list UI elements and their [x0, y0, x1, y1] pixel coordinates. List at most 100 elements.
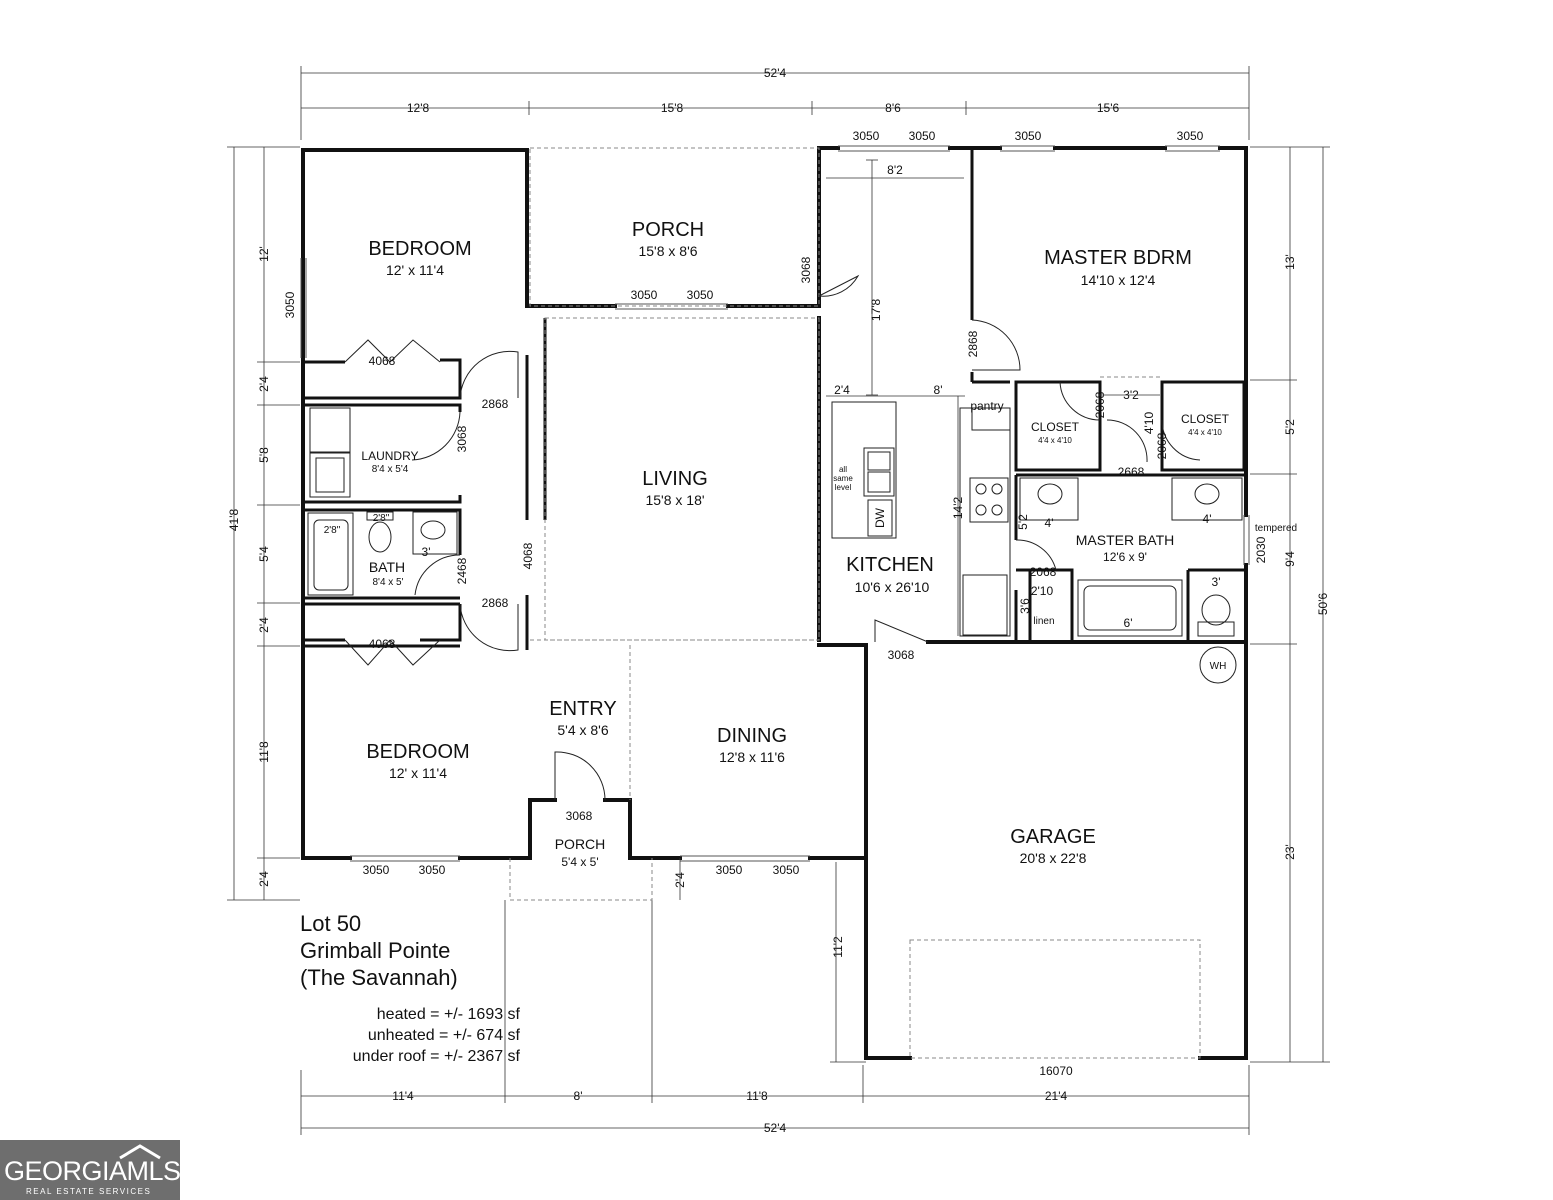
dim-right-c: 9'4 — [1283, 551, 1297, 567]
closet-depth-dim: 4'10 — [1142, 412, 1156, 435]
dim-bottom-a: 11'4 — [392, 1089, 414, 1103]
dim-left-e: 2'4 — [257, 617, 271, 633]
room-dining-name: DINING — [717, 725, 787, 747]
room-front-porch-size: 5'4 x 5' — [561, 855, 598, 869]
sink-note-1: all — [839, 465, 847, 474]
door-code: 2068 — [1093, 391, 1107, 418]
window-code: 3050 — [283, 291, 297, 318]
closet-door-code: 4068 — [369, 354, 396, 368]
dim-left-b: 2'4 — [257, 376, 271, 392]
room-master-bdrm-name: MASTER BDRM — [1044, 247, 1192, 269]
dim-right-d: 23' — [1283, 844, 1297, 860]
dim-right-a: 13' — [1283, 254, 1297, 270]
lot-number: Lot 50 — [300, 911, 362, 936]
sink-note-2: same — [833, 474, 853, 483]
dim-top-a: 12'8 — [407, 101, 430, 115]
fixtures — [307, 159, 1243, 684]
window-code: 3050 — [773, 863, 800, 877]
logo-brand: GEORGIAMLS — [4, 1156, 181, 1186]
opening-codes: 3050 3050 3050 3050 3050 3050 3050 3050 … — [283, 129, 1268, 1078]
room-master-bdrm-size: 14'10 x 12'4 — [1081, 272, 1156, 288]
room-laundry-name: LAUNDRY — [361, 449, 418, 463]
room-closet-2-size: 4'4 x 4'10 — [1188, 428, 1222, 437]
heated-area: heated = +/- 1693 sf — [376, 1006, 520, 1023]
room-living-size: 15'8 x 18' — [645, 492, 704, 508]
door-code: 3068 — [799, 256, 813, 283]
door-swings — [344, 274, 1201, 801]
master-bath-dim: 5'2 — [1016, 514, 1030, 530]
dim-top-overall: 52'4 — [764, 66, 787, 80]
door-code: 3068 — [566, 809, 593, 823]
left-dimensions: 41'8 12' 2'4 5'8 5'4 2'4 11'8 2'4 — [227, 146, 300, 901]
dim-left-g: 2'4 — [257, 871, 271, 887]
room-garage-size: 20'8 x 22'8 — [1020, 850, 1087, 866]
toilet-width-dim: 3' — [1212, 575, 1221, 589]
window-code: 3050 — [909, 129, 936, 143]
room-bath-size: 8'4 x 5' — [372, 577, 403, 588]
room-closet-1-size: 4'4 x 4'10 — [1038, 436, 1072, 445]
dim-top-b: 15'8 — [661, 101, 684, 115]
room-closet-1-name: CLOSET — [1031, 420, 1080, 434]
door-code: 2468 — [455, 557, 469, 584]
vanity-dim: 3' — [422, 545, 431, 559]
door-code: 2868 — [482, 596, 509, 610]
room-entry-name: ENTRY — [549, 698, 616, 720]
room-porch-name: PORCH — [632, 219, 704, 241]
dim-left-f: 11'8 — [257, 741, 271, 763]
room-kitchen-size: 10'6 x 26'10 — [855, 579, 930, 595]
bottom-dimensions: 11'4 8' 11'8 21'4 52'4 — [300, 900, 1250, 1135]
island-offset-dim: 2'4 — [834, 383, 850, 397]
window-code: 3050 — [1015, 129, 1042, 143]
door-code: 2068 — [1030, 565, 1057, 579]
door-code: 2868 — [482, 397, 509, 411]
dishwasher-label: DW — [873, 507, 887, 528]
georgia-mls-logo: GEORGIAMLS REAL ESTATE SERVICES — [0, 1140, 181, 1200]
vanity-left-dim: 4' — [1045, 516, 1054, 530]
room-laundry-size: 8'4 x 5'4 — [372, 464, 409, 475]
window-code: 3050 — [853, 129, 880, 143]
dim-left-overall: 41'8 — [227, 509, 241, 532]
dim-right-overall: 50'6 — [1316, 593, 1330, 616]
dim-top-c: 8'6 — [885, 101, 901, 115]
window-code: 3050 — [1177, 129, 1204, 143]
room-master-bath-name: MASTER BATH — [1076, 532, 1175, 548]
right-dimensions: 50'6 13' 5'2 9'4 23' — [1250, 146, 1330, 1063]
dim-top-d: 15'6 — [1097, 101, 1120, 115]
plan-name: (The Savannah) — [300, 965, 458, 990]
window-code: 3050 — [419, 863, 446, 877]
kitchen-width-dim: 8'2 — [887, 163, 903, 177]
window-code: 3050 — [716, 863, 743, 877]
room-kitchen-name: KITCHEN — [846, 554, 934, 576]
counter-length-dim: 14'2 — [951, 497, 965, 520]
windows — [300, 145, 1250, 862]
logo-subtitle: REAL ESTATE SERVICES — [26, 1187, 152, 1196]
room-master-bath-size: 12'6 x 9' — [1103, 550, 1147, 564]
room-bath-name: BATH — [369, 559, 405, 575]
plan-info: Lot 50 Grimball Pointe (The Savannah) he… — [300, 910, 520, 1065]
top-dimensions: 52'4 12'8 15'8 8'6 15'6 — [300, 66, 1250, 140]
tub-dim: 2'8" — [324, 525, 341, 536]
hall-door-code: 4068 — [521, 542, 535, 569]
door-code: 2668 — [1118, 465, 1145, 479]
door-code: 2868 — [966, 330, 980, 357]
room-bedroom-2-name: BEDROOM — [366, 741, 469, 763]
door-code: 3068 — [455, 425, 469, 452]
room-bedroom-1-size: 12' x 11'4 — [386, 262, 444, 278]
window-code: 3050 — [363, 863, 390, 877]
dim-left-c: 5'8 — [257, 447, 271, 463]
room-dining-size: 12'8 x 11'6 — [719, 749, 785, 765]
kitchen-length-dim: 17'8 — [869, 299, 883, 322]
dim-bottom-overall: 52'4 — [764, 1121, 787, 1135]
tub-length-dim: 6' — [1124, 616, 1133, 630]
tempered-label: tempered — [1255, 523, 1297, 534]
window-code: 2030 — [1254, 536, 1268, 563]
window-code: 3050 — [631, 288, 658, 302]
room-garage-name: GARAGE — [1010, 826, 1096, 848]
closet-door-code: 4068 — [369, 637, 396, 651]
unheated-area: unheated = +/- 674 sf — [367, 1027, 520, 1044]
room-closet-2-name: CLOSET — [1181, 412, 1230, 426]
exterior-walls — [301, 146, 1248, 1060]
linen-depth-dim: 3'6 — [1018, 598, 1032, 614]
dim-left-d: 5'4 — [257, 546, 271, 562]
dim-bottom-c: 11'8 — [746, 1089, 768, 1103]
